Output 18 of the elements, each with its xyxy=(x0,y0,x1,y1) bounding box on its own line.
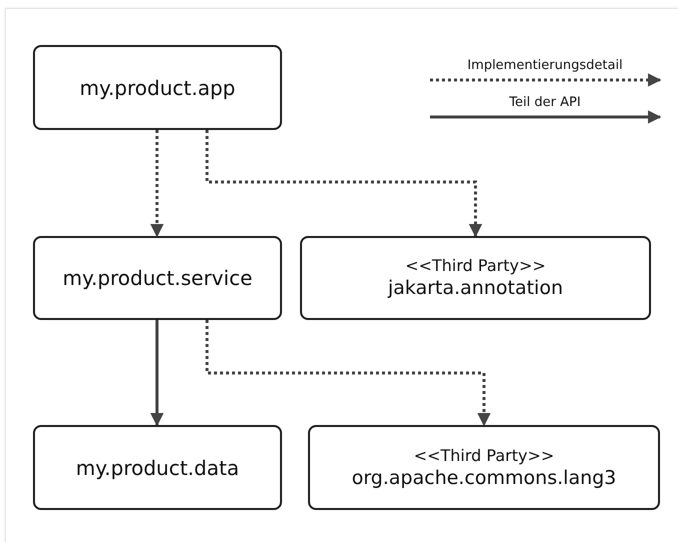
package-box xyxy=(308,425,660,510)
dotted-arrow xyxy=(206,130,482,238)
stereotype-label: <<Third Party>> xyxy=(414,446,554,466)
legend-label: Teil der API xyxy=(509,95,581,110)
package-name: org.apache.commons.lang3 xyxy=(352,466,616,490)
package-box xyxy=(33,425,282,510)
package-name: my.product.app xyxy=(80,76,236,100)
arrow xyxy=(150,320,164,426)
package-name: my.product.service xyxy=(62,266,252,290)
package-box xyxy=(300,236,651,320)
dotted-arrow xyxy=(206,320,491,426)
package-name: my.product.data xyxy=(76,456,240,480)
package-box xyxy=(33,45,282,130)
legend-label: Implementierungsdetail xyxy=(467,58,623,73)
dotted-arrow xyxy=(150,130,164,238)
package-box xyxy=(33,236,282,320)
stereotype-label: <<Third Party>> xyxy=(405,256,546,277)
package-name: jakarta.annotation xyxy=(388,277,564,300)
